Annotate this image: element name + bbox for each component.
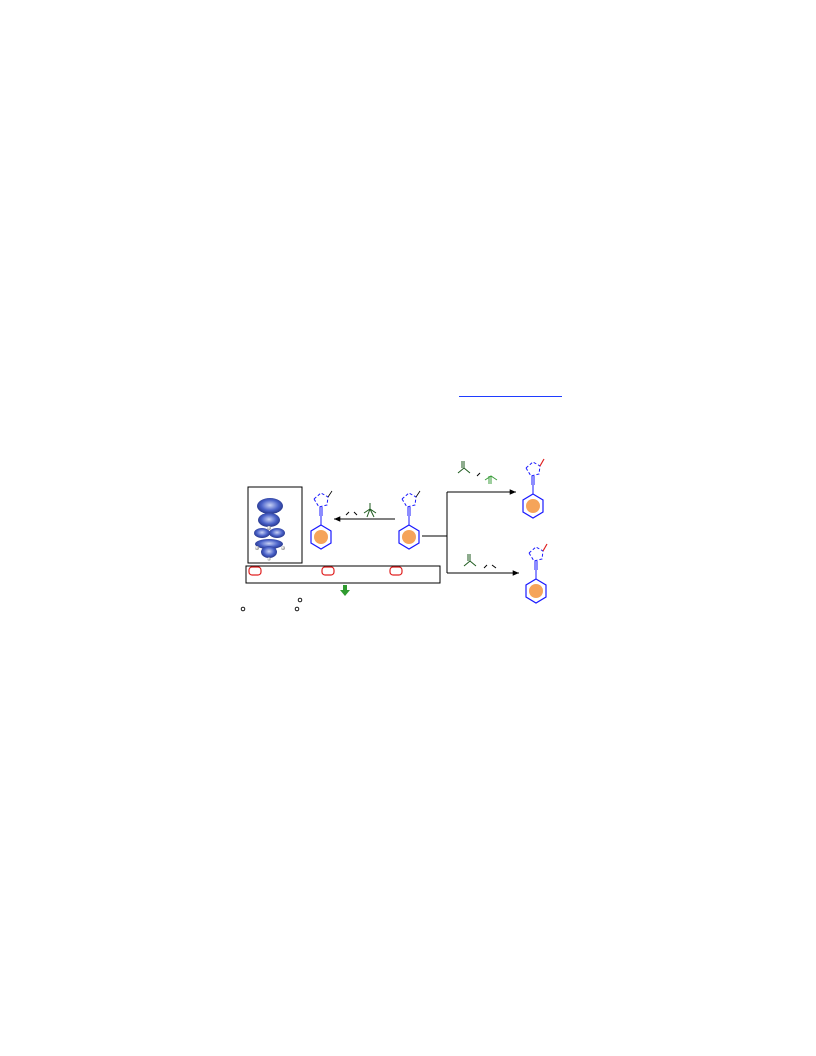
highlight-box: [389, 566, 403, 576]
branch-arrows: [422, 489, 519, 576]
degree-marker: [297, 597, 303, 603]
green-down-arrow-icon: [340, 585, 350, 596]
upper-right-reagent: [457, 461, 498, 484]
left-product-structure: [310, 490, 333, 550]
orbital-panel: [247, 486, 303, 564]
left-reagent: [345, 503, 377, 518]
lower-right-reagent: [463, 554, 497, 569]
lower-right-product-structure: [525, 543, 548, 604]
degree-marker: [294, 606, 300, 612]
degree-markers: [240, 597, 303, 612]
highlight-box: [248, 566, 262, 576]
upper-right-product-structure: [522, 458, 545, 519]
hyperlink-underline[interactable]: [459, 396, 562, 397]
highlight-bar: [245, 565, 441, 584]
highlight-box: [321, 566, 335, 576]
orbital-isosurface-icon: [254, 498, 285, 561]
degree-marker: [240, 606, 246, 612]
starting-material-structure: [398, 490, 421, 550]
